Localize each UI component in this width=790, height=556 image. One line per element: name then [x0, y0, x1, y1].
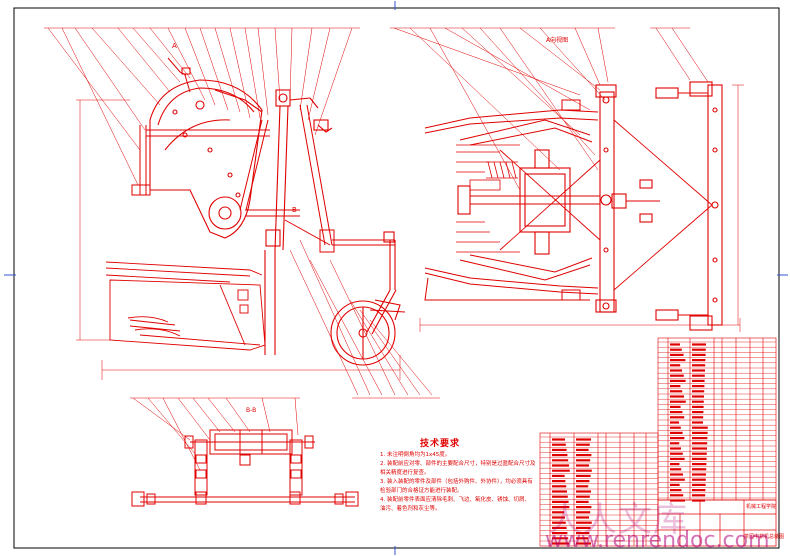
diagonal-strut [284, 104, 395, 253]
tech-note-line: 1. 未注明倒角均为1x45度。 [380, 452, 451, 458]
label-A: A [172, 42, 177, 50]
section-bb-body [131, 429, 359, 507]
title-block-school: 机械工程学院 [746, 504, 777, 510]
tiller-blades [105, 261, 266, 351]
frame-arm [131, 119, 300, 217]
title-block [657, 499, 777, 547]
parts-list-fill-marks [552, 343, 708, 545]
a-view-dims [419, 84, 744, 332]
parts-list-left [539, 432, 659, 547]
title-block-drawing-name: 茶园中耕机总装图 [744, 534, 785, 540]
technical-requirements: 技术要求 1. 未注明倒角均为1x45度。 2. 装配前应对零、部件的主要配合尺… [380, 440, 550, 514]
watermark-text: 人人文库 [548, 500, 688, 540]
dim-vertical [76, 99, 130, 341]
a-view: A向视图 [390, 27, 744, 332]
tech-note-line: 4. 装配前零件表面应清除毛刺、飞边、氧化皮、锈蚀、切屑、 [380, 497, 530, 503]
a-view-leaders [390, 27, 709, 191]
tech-note-line: 3. 装入装配的零件及部件（包括外购件、外协件），均必须具有 [380, 479, 533, 485]
parts-list-rows [540, 341, 776, 542]
section-bb-leaders [130, 397, 300, 471]
section-label-bottom: B-B [246, 407, 256, 414]
a-view-spring [469, 161, 518, 191]
side-view-bottom-leaders [289, 239, 440, 399]
tech-note-line: 检验部门的合格证方能进行装配。 [380, 488, 463, 494]
tech-note-line: 相关精度进行复查。 [380, 470, 430, 476]
frame-center-marks [4, 1, 788, 555]
tech-note-line: 2. 装配前应对零、部件的主要配合尺寸，特别是过盈配合尺寸及 [380, 461, 536, 467]
section-label-top: A向视图 [546, 36, 568, 44]
dim-horizontal [101, 355, 401, 380]
a-view-main-beam [595, 84, 617, 313]
gauge-wheel [330, 231, 406, 366]
a-view-tie-rods [499, 119, 713, 291]
lift-handle [167, 57, 191, 93]
a-view-wings [424, 99, 599, 301]
tech-note-line: 油污、着色剂和灰尘等。 [380, 506, 441, 512]
section-bb: B-B [130, 397, 359, 507]
side-view: A B [44, 27, 440, 399]
chain-case [149, 79, 263, 239]
a-view-gearbox [457, 149, 660, 255]
side-view-leaders [47, 27, 353, 186]
a-view-outer-beam [655, 81, 723, 331]
parts-list-right [657, 337, 777, 501]
label-B: B [292, 206, 297, 214]
upright-post [264, 89, 333, 355]
sheet-frame [13, 7, 780, 549]
technical-requirements-title: 技术要求 [420, 439, 461, 449]
a-view-tines [456, 144, 520, 253]
watermark-url: www.renrendoc.com [545, 528, 770, 553]
